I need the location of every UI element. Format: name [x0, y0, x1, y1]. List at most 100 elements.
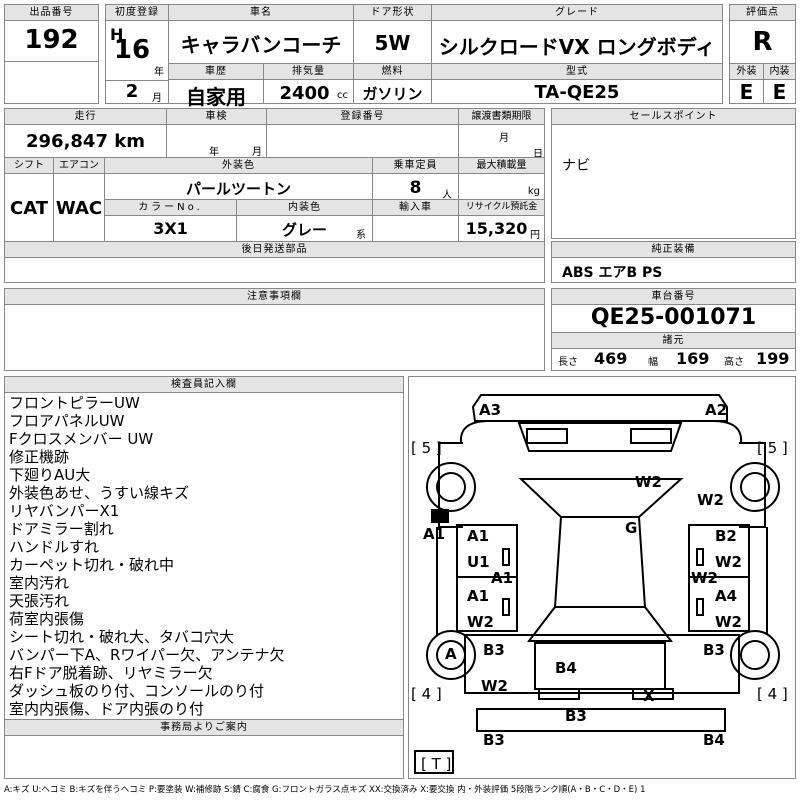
- mark-a3: A3: [479, 401, 502, 419]
- load-label: 最大積載量: [459, 158, 544, 174]
- notes-cell: 注意事項欄: [4, 288, 545, 371]
- insp-year-unit: 年: [209, 147, 219, 158]
- mark-a1-mid: A1: [491, 569, 514, 587]
- dims-cell: 諸元 長さ 469 幅 169 高さ 199: [551, 332, 796, 371]
- right-rear-door: [688, 576, 750, 632]
- mark-u1: U1: [467, 553, 490, 571]
- mark-f-right: [ 5 ]: [757, 439, 788, 457]
- mark-w2-hood: W2: [635, 473, 662, 491]
- front-left-fender: [438, 442, 463, 528]
- mark-w2-ld2: W2: [467, 613, 494, 631]
- inspector-line: フロントピラーUW: [9, 394, 140, 412]
- seats-cell: 乗車定員 8 人: [372, 157, 459, 201]
- int-label: 内装: [764, 64, 795, 80]
- fuel-cell: 燃料 ガソリン: [353, 63, 432, 104]
- inspector-line: リヤバンパーX1: [9, 502, 120, 520]
- month-unit: 月: [152, 93, 162, 104]
- rear-door: [534, 642, 666, 690]
- color-cell: 外装色 パールツートン: [104, 157, 373, 200]
- ac-value: WAC: [55, 198, 103, 219]
- mark-r-right: [ 4 ]: [757, 685, 788, 703]
- mark-x: X: [643, 687, 655, 705]
- reg-year: 16: [113, 35, 151, 65]
- len-label: 長さ: [558, 357, 578, 368]
- recycle-unit: 円: [530, 230, 540, 241]
- handle-r1: [696, 548, 704, 566]
- inspector-label: 検査員記入欄: [5, 377, 403, 393]
- year-unit: 年: [154, 67, 164, 78]
- transfer-label: 譲渡書類期限: [459, 109, 544, 125]
- door-label: ドア形状: [354, 5, 431, 21]
- wheel-rl: [426, 630, 476, 680]
- inspector-line: 荷室内張傷: [9, 610, 85, 628]
- first-reg-cell: 初度登録 H 16 年 2 月: [105, 4, 169, 104]
- type-cell: 型式 TA-QE25: [431, 63, 723, 104]
- hgt-label: 高さ: [724, 357, 744, 368]
- mark-w2-rd2: W2: [715, 613, 742, 631]
- wheel-fl: [426, 462, 476, 512]
- wheel-rr: [730, 630, 780, 680]
- seats-value: 8: [409, 178, 422, 198]
- intcolor-value: グレー: [281, 221, 327, 239]
- mileage-value: 296,847 km: [26, 131, 145, 152]
- seats-unit: 人: [442, 190, 452, 201]
- int-cell: 内装 E: [763, 63, 796, 104]
- inspector-line: ドアミラー割れ: [9, 520, 114, 538]
- mark-w2-lr: W2: [481, 677, 508, 695]
- spare-tire: [414, 750, 454, 774]
- mark-a4: A4: [715, 587, 738, 605]
- grille-right: [630, 428, 672, 444]
- inspector-line: 修正機跡: [9, 448, 70, 466]
- diagram-cell: A3 A2 [ 5 ] [ 5 ] W2 W2 G A1 A1 U1 A1 B2…: [408, 376, 796, 779]
- wid-label: 幅: [648, 357, 658, 368]
- mark-b2: B2: [715, 527, 737, 545]
- fuel-value: ガソリン: [362, 85, 423, 103]
- ext-value: E: [739, 80, 754, 104]
- mark-w2-mid: W2: [691, 569, 718, 587]
- mark-b3-rr: B3: [703, 641, 725, 659]
- lot-blank: [4, 61, 99, 104]
- type-label: 型式: [432, 64, 722, 80]
- recycle-value: 15,320: [465, 219, 528, 238]
- ac-cell: エアコン WAC: [53, 157, 105, 242]
- colorno-value: 3X1: [153, 219, 188, 238]
- later-label: 後日発送部品: [5, 242, 544, 258]
- reg-divider: [105, 80, 169, 81]
- mark-b3-bl: B3: [483, 731, 505, 749]
- later-cell: 後日発送部品: [4, 241, 545, 283]
- handle-l1: [502, 548, 510, 566]
- handle-r2: [696, 598, 704, 616]
- mark-b4-br: B4: [703, 731, 725, 749]
- mark-a1-side: A1: [423, 525, 446, 543]
- mark-b3-lr: B3: [483, 641, 505, 659]
- plate-cell: 登録番号: [266, 108, 459, 158]
- inspector-line: 室内汚れ: [9, 574, 70, 592]
- transfer-day-unit: 日: [533, 149, 543, 160]
- score-label: 評価点: [730, 5, 795, 21]
- score-cell: 評価点 R: [729, 4, 796, 64]
- mark-a2: A2: [705, 401, 728, 419]
- office-label: 事務局よりご案内: [5, 720, 403, 736]
- sales-cell: セールスポイント ナビ: [551, 108, 796, 239]
- hood-outline: [517, 422, 683, 452]
- mileage-label: 走行: [5, 109, 166, 125]
- car-diagram-svg: [414, 394, 780, 774]
- inspector-line: ダッシュ板のり付、コンソールのり付: [9, 682, 265, 700]
- intcolor-label: 内装色: [237, 200, 372, 216]
- history-label: 車歴: [169, 64, 263, 80]
- inspector-line: カーペット切れ・破れ中: [9, 556, 175, 574]
- model-cell: 車名 キャラバンコーチ: [168, 4, 354, 64]
- lot-label: 出品番号: [5, 5, 98, 21]
- color-label: 外装色: [105, 158, 372, 174]
- dims-label: 諸元: [552, 333, 795, 349]
- disp-label: 排気量: [264, 64, 353, 80]
- history-value: 自家用: [186, 85, 246, 109]
- colorno-cell: カラーNo. 3X1: [104, 199, 237, 242]
- inspector-line: Fクロスメンバー UW: [9, 430, 154, 448]
- ext-label: 外装: [730, 64, 763, 80]
- disp-value: 2400: [279, 83, 330, 104]
- disp-cell: 排気量 2400 cc: [263, 63, 354, 104]
- hub-fl: [436, 472, 466, 502]
- int-value: E: [772, 80, 787, 104]
- grade-label: グレード: [432, 5, 722, 21]
